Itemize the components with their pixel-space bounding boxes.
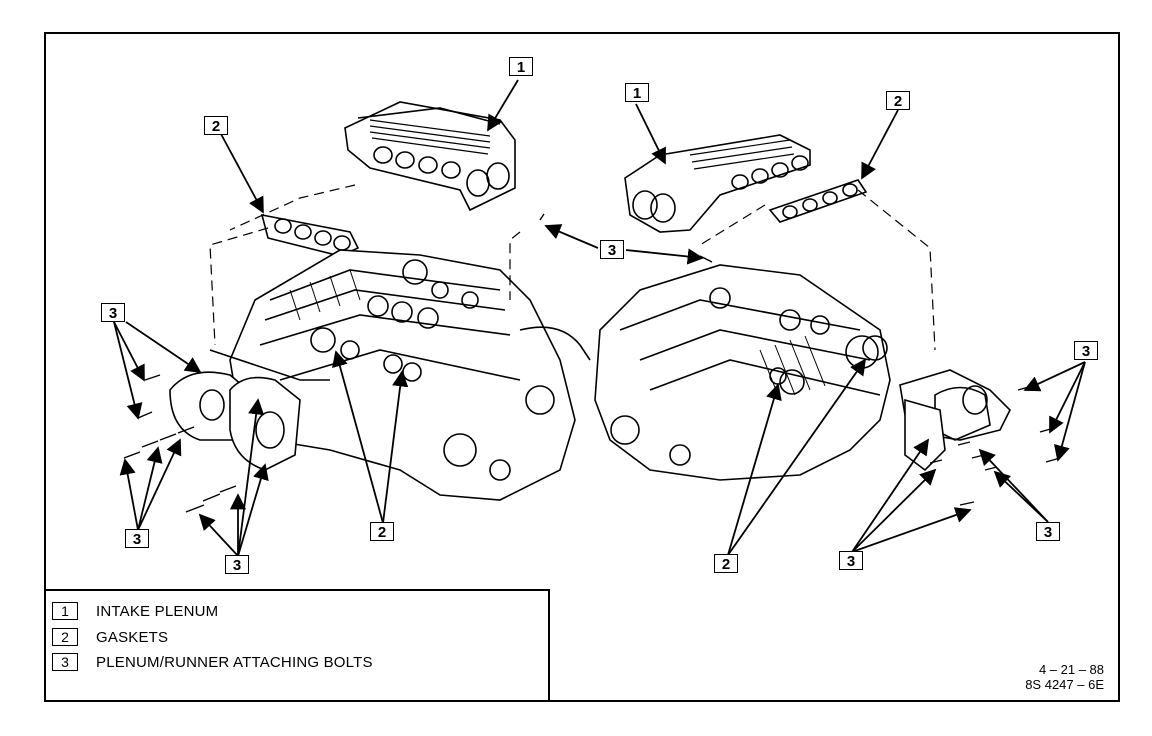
callout-3-right-bottom: 3	[839, 551, 863, 570]
right-intake-plenum	[624, 134, 811, 233]
left-intake-plenum	[344, 101, 516, 212]
stamp-date: 4 – 21 – 88	[1038, 662, 1104, 677]
callout-3-center: 3	[600, 240, 624, 259]
legend-key: 2	[52, 628, 78, 646]
callout-2-left-ports: 2	[370, 522, 394, 541]
callout-3-left-upper: 3	[101, 303, 125, 322]
reference-stamp: 4 – 21 – 88 8S 4247 – 6E	[1025, 662, 1104, 692]
callout-2-left-gasket: 2	[204, 116, 228, 135]
alignment-lines	[209, 184, 936, 351]
legend-label: PLENUM/RUNNER ATTACHING BOLTS	[96, 653, 373, 671]
left-engine-block	[169, 249, 591, 501]
legend-box	[44, 589, 550, 702]
callout-3-left-lower: 3	[125, 529, 149, 548]
callout-1-left-plenum: 1	[509, 57, 533, 76]
callout-3-right-lower: 3	[1036, 522, 1060, 541]
legend-label: INTAKE PLENUM	[96, 602, 219, 620]
figure-border	[44, 32, 1120, 702]
legend-key: 3	[52, 653, 78, 671]
legend-item-attaching-bolts: 3 PLENUM/RUNNER ATTACHING BOLTS	[52, 652, 373, 672]
callout-2-right-gasket: 2	[886, 91, 910, 110]
legend-item-gaskets: 2 GASKETS	[52, 627, 168, 647]
legend-label: GASKETS	[96, 628, 169, 646]
leader-lines	[113, 79, 1086, 557]
legend-key: 1	[52, 602, 78, 620]
stamp-code: 8S 4247 – 6E	[1025, 677, 1104, 692]
right-gasket	[768, 179, 868, 223]
callout-2-right-ports: 2	[714, 554, 738, 573]
right-engine-block	[594, 264, 1011, 481]
legend-item-intake-plenum: 1 INTAKE PLENUM	[52, 601, 218, 621]
callout-1-right-plenum: 1	[625, 83, 649, 102]
callout-3-right-upper: 3	[1074, 341, 1098, 360]
callout-3-left-bottom: 3	[225, 555, 249, 574]
